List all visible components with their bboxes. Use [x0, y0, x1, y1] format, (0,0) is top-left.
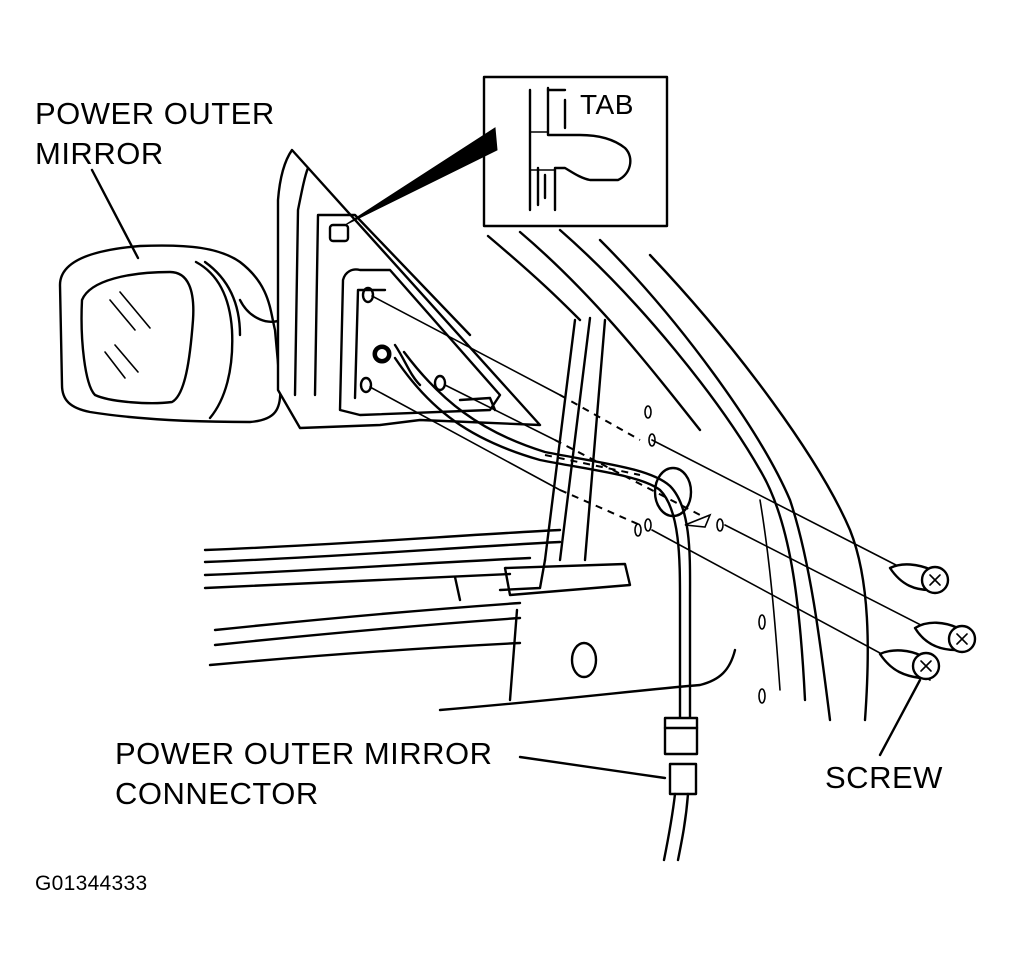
leader-lines [90, 168, 922, 780]
screw-middle [913, 621, 977, 654]
power-outer-mirror-body [58, 244, 282, 424]
door-frame [203, 228, 869, 722]
screw-top [888, 563, 950, 595]
screw-label: SCREW [825, 760, 943, 795]
connector-label-line2: CONNECTOR [115, 776, 319, 811]
tab-label: TAB [580, 89, 634, 120]
power-outer-mirror-label-line1: POWER OUTER [35, 96, 275, 131]
wire-harness [393, 350, 699, 862]
mirror-mount-bracket [276, 148, 542, 430]
tab-detail-inset [344, 75, 669, 228]
figure-id: G01344333 [35, 872, 148, 895]
power-outer-mirror-label: POWER OUTER MIRROR [35, 94, 275, 174]
connector-label: POWER OUTER MIRROR CONNECTOR [115, 734, 493, 814]
connector-label-line1: POWER OUTER MIRROR [115, 736, 493, 771]
power-outer-mirror-label-line2: MIRROR [35, 136, 164, 171]
screw-bottom [878, 649, 941, 681]
